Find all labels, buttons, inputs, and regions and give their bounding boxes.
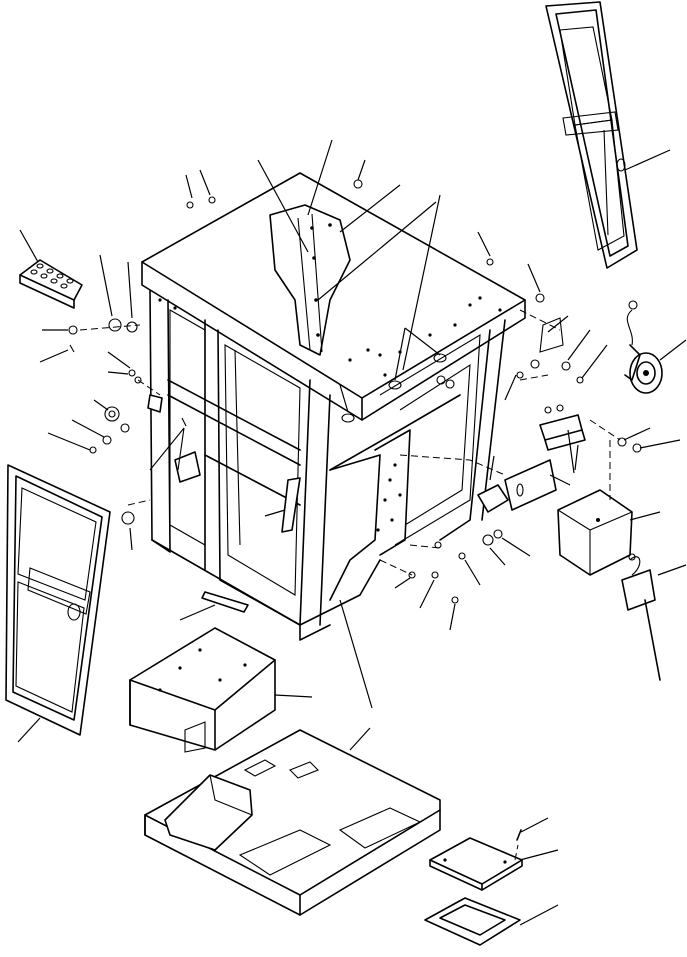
- horn: [624, 300, 687, 394]
- step-plate: [19, 229, 83, 309]
- fasteners: [68, 179, 642, 604]
- inspection-cover: [429, 817, 559, 891]
- cover-gasket: [424, 897, 559, 946]
- alignment-lines: [79, 309, 621, 861]
- floor-cover-box: [129, 627, 313, 753]
- bracket-box: [557, 489, 661, 576]
- floor-mat-plate: [144, 727, 441, 916]
- roof-pillar-trim: [269, 204, 351, 356]
- callout-leaders: [39, 139, 681, 709]
- door-right: [545, 1, 671, 269]
- mounting-bracket: [477, 414, 586, 513]
- door-left: [5, 464, 111, 743]
- switch-assembly: [621, 553, 687, 681]
- sill-strip: [179, 477, 301, 621]
